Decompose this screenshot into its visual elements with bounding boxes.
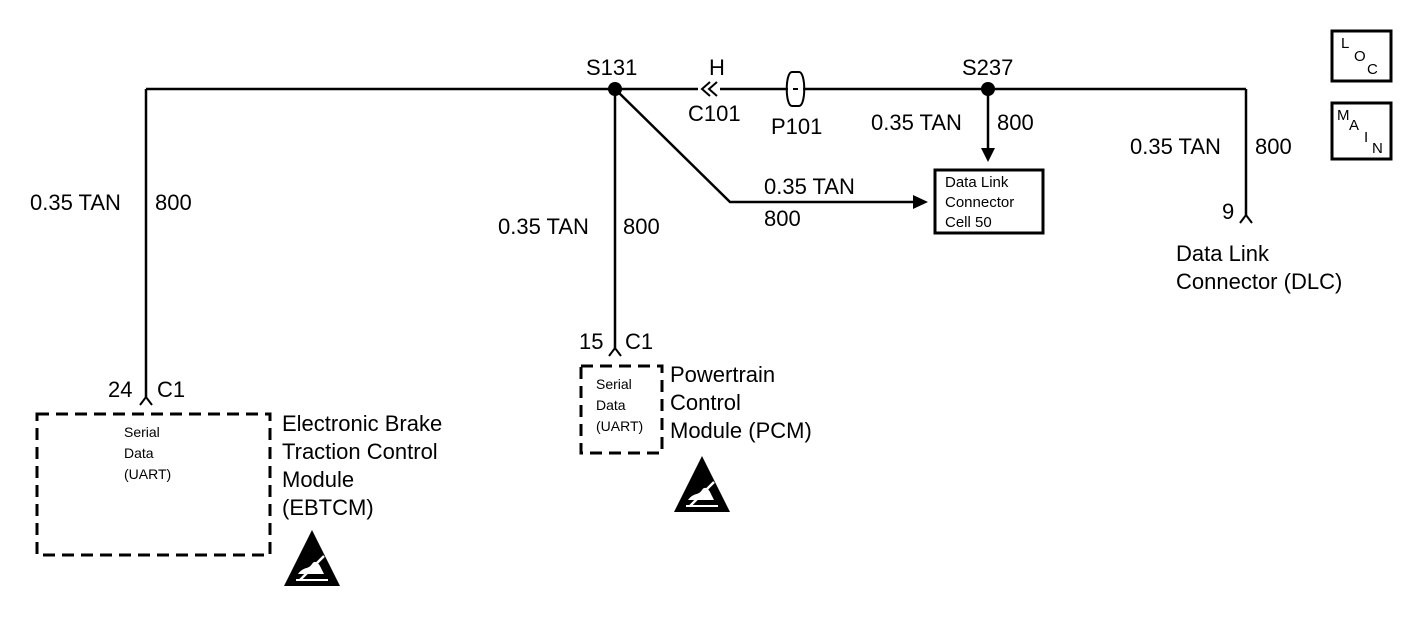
dlc-pin-number: 9	[1222, 199, 1234, 224]
ebtcm-wire-circuit: 800	[155, 190, 192, 215]
splice-s131-dot	[608, 82, 622, 96]
pcm-pin-number: 15	[579, 329, 603, 354]
ebtcm-name-line-4: (EBTCM)	[282, 495, 374, 520]
branch-wire	[614, 88, 916, 204]
pcm-pin-symbol	[608, 346, 622, 357]
ebtcm-inner-line-2: Data	[124, 445, 154, 461]
splice-s237-dot	[981, 82, 995, 96]
ebtcm-pin-number: 24	[108, 377, 132, 402]
dlc-name-line-1: Data Link	[1176, 241, 1270, 266]
dlc-name-line-2: Connector (DLC)	[1176, 269, 1342, 294]
pcm-name-line-3: Module (PCM)	[670, 418, 812, 443]
splice-s131-label: S131	[586, 55, 637, 80]
main-letter-m: M	[1337, 107, 1350, 124]
s237-wire-circuit: 800	[997, 110, 1034, 135]
c101-cavity-label: H	[709, 55, 725, 80]
dlc-wire-size: 0.35 TAN	[1130, 134, 1221, 159]
ebtcm-module-box[interactable]: Serial Data (UART)	[35, 412, 272, 557]
branch-wire-circuit: 800	[764, 206, 801, 231]
p101-passthrough-symbol	[785, 71, 806, 107]
loc-letter-o: O	[1354, 48, 1366, 65]
pcm-wire-circuit: 800	[623, 214, 660, 239]
pcm-module-box[interactable]: Serial Data (UART)	[579, 364, 664, 455]
s237-arrow	[981, 148, 995, 162]
loc-letter-c: C	[1367, 61, 1378, 78]
ebtcm-inner-line-1: Serial	[124, 424, 160, 440]
pcm-connector-label: C1	[625, 329, 653, 354]
pcm-inner-line-2: Data	[596, 397, 626, 413]
splice-s237-label: S237	[962, 55, 1013, 80]
dlc-cell-reference-box[interactable]: Data Link Connector Cell 50	[933, 168, 1045, 235]
pcm-inner-line-3: (UART)	[596, 418, 643, 434]
dlc-wire-circuit: 800	[1255, 134, 1292, 159]
dlc-ref-line-3: Cell 50	[945, 214, 992, 231]
main-letter-n: N	[1372, 140, 1383, 157]
branch-wire-size: 0.35 TAN	[764, 174, 855, 199]
dlc-pin-symbol	[1239, 213, 1253, 224]
ebtcm-wire-size: 0.35 TAN	[30, 190, 121, 215]
loc-letter-l: L	[1341, 35, 1349, 52]
pcm-inner-line-1: Serial	[596, 376, 632, 392]
esd-warning-icon	[674, 456, 730, 512]
ebtcm-inner-line-3: (UART)	[124, 466, 171, 482]
ebtcm-connector-label: C1	[157, 377, 185, 402]
dlc-ref-line-2: Connector	[945, 194, 1014, 211]
ebtcm-name-line-2: Traction Control	[282, 439, 438, 464]
loc-nav-button[interactable]: L O C	[1330, 29, 1393, 83]
c101-connector-symbol	[700, 81, 718, 97]
pcm-name-line-2: Control	[670, 390, 741, 415]
ebtcm-name-line-1: Electronic Brake	[282, 411, 442, 436]
branch-arrow	[913, 195, 928, 209]
main-nav-button[interactable]: M A I N	[1330, 101, 1393, 161]
pcm-wire-size: 0.35 TAN	[498, 214, 589, 239]
main-letter-a: A	[1349, 117, 1359, 134]
p101-label: P101	[771, 114, 822, 139]
pcm-name-line-1: Powertrain	[670, 362, 775, 387]
main-letter-i: I	[1364, 129, 1368, 146]
s237-wire-size: 0.35 TAN	[871, 110, 962, 135]
c101-label: C101	[688, 101, 741, 126]
ebtcm-name-line-3: Module	[282, 467, 354, 492]
dlc-ref-line-1: Data Link	[945, 174, 1009, 191]
esd-warning-icon	[284, 530, 340, 586]
ebtcm-pin-symbol	[139, 395, 153, 406]
